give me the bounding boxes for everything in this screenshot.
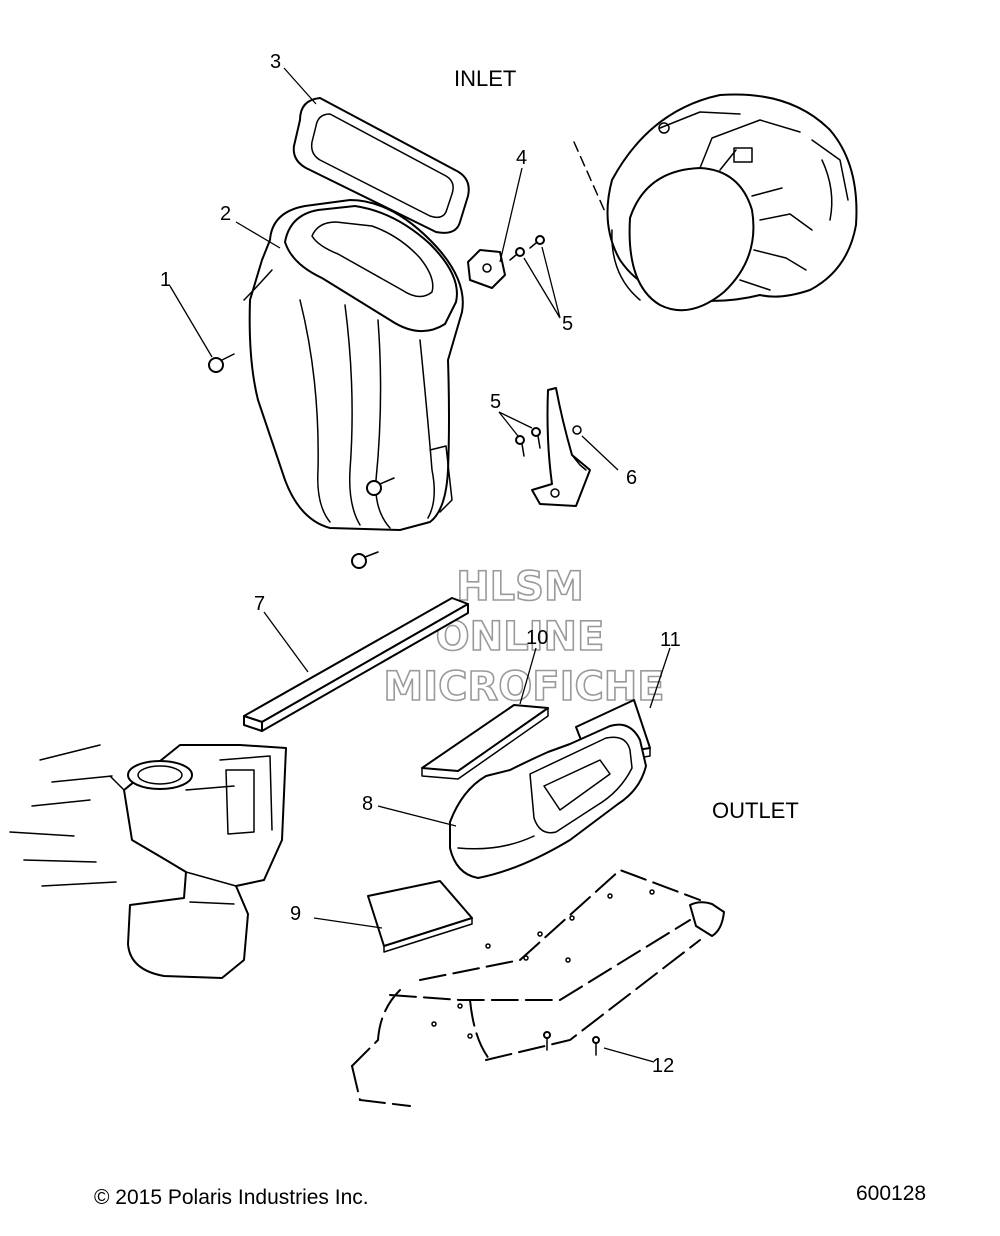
diagram-number: 600128: [856, 1182, 926, 1205]
section-label-outlet: OUTLET: [712, 798, 799, 823]
part-2-inlet-duct[interactable]: [243, 199, 464, 531]
engine-housing: [9, 744, 287, 979]
part-5-screw-lower-b[interactable]: [531, 427, 541, 449]
callout-2: 2: [220, 203, 231, 225]
watermark-line-2: ONLINE: [436, 614, 605, 660]
callout-1: 1: [160, 269, 171, 291]
callout-9: 9: [290, 903, 301, 925]
callout-5-lower: 5: [490, 391, 501, 413]
part-1-screw[interactable]: [208, 353, 235, 373]
callout-11: 11: [660, 629, 681, 651]
part-6-mounting-bracket[interactable]: [531, 387, 591, 507]
part-5-screw-upper-a[interactable]: [529, 235, 545, 249]
part-5-screw-upper-b[interactable]: [509, 247, 525, 261]
part-7-foam-strip[interactable]: [243, 597, 469, 732]
part-10-foam-pad[interactable]: [421, 704, 549, 780]
screw-duct-bottom[interactable]: [351, 551, 379, 569]
part-12-screw-b[interactable]: [592, 1036, 600, 1056]
callout-3: 3: [270, 51, 281, 73]
part-4-bracket[interactable]: [467, 249, 506, 289]
section-label-inlet: INLET: [454, 66, 516, 91]
watermark-line-1: HLSM: [456, 564, 584, 610]
part-8-outlet-duct[interactable]: [449, 723, 647, 879]
callout-leaders: [169, 67, 671, 1063]
callout-12: 12: [652, 1055, 674, 1077]
part-9-foam-pad[interactable]: [367, 880, 473, 953]
screw-duct-lower[interactable]: [366, 477, 395, 496]
copyright-text: © 2015 Polaris Industries Inc.: [94, 1186, 369, 1209]
callout-10: 10: [526, 627, 548, 649]
watermark: HLSM ONLINE MICROFICHE: [383, 563, 666, 711]
fan-housing: [573, 93, 858, 312]
callout-5-upper: 5: [562, 313, 573, 335]
callout-4: 4: [516, 147, 527, 169]
callout-7: 7: [254, 593, 265, 615]
frame-cover-outline: [351, 868, 725, 1107]
watermark-line-3: MICROFICHE: [383, 664, 664, 710]
part-5-screw-lower-a[interactable]: [515, 435, 525, 457]
part-12-screw-a[interactable]: [543, 1031, 551, 1051]
callout-8: 8: [362, 793, 373, 815]
callout-6: 6: [626, 467, 637, 489]
